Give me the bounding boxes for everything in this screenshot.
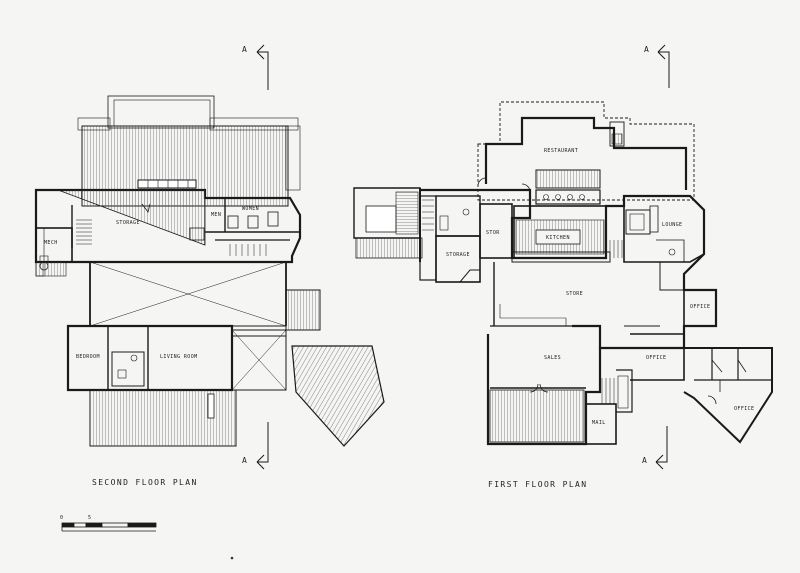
room-label-mail: MAIL [592,420,606,426]
room-label-store: STORE [566,291,584,297]
room-label-men: MEN [211,212,222,218]
first-floor-title: FIRST FLOOR PLAN [488,480,588,489]
scale-bar-graphic [61,522,157,532]
room-label-office: OFFICE [734,406,755,412]
section-marker-letter: A [242,456,247,465]
room-label-sales: SALES [544,355,562,361]
section-marker-letter: A [242,45,247,54]
room-label-office: OFFICE [690,304,711,310]
scale-label-5: 5 [88,515,92,521]
room-label-kitchen: KITCHEN [546,235,570,241]
room-label-bedroom: BEDROOM [76,354,100,360]
section-markers [256,44,670,470]
section-marker-letter: A [644,45,649,54]
room-label-office: OFFICE [646,355,667,361]
second-floor-title: SECOND FLOOR PLAN [92,478,198,487]
room-label-storage: STORAGE [446,252,470,258]
kitchen-room [513,205,607,259]
section-marker-letter: A [642,456,647,465]
restaurant-wall [484,116,688,190]
first-floor-plan [353,101,773,446]
second-floor-plan [34,95,385,447]
first-floor-outer-wall [420,188,718,350]
room-label-stor: STOR [486,230,500,236]
room-label-lounge: LOUNGE [662,222,683,228]
room-label-storage: STORAGE [116,220,140,226]
room-label-mech: MECH [44,240,58,246]
scale-label-0: 0 [60,515,64,521]
room-label-living-room: LIVING ROOM [160,354,198,360]
room-label-women: WOMEN [242,206,260,212]
room-label-restaurant: RESTAURANT [544,148,579,154]
